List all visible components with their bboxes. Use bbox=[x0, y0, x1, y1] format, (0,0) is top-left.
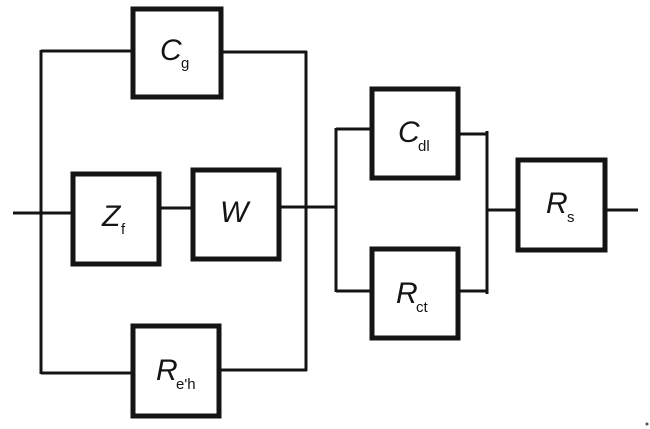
element-zf: Z f bbox=[70, 171, 162, 267]
rct-box bbox=[369, 246, 461, 341]
w-symbol: W bbox=[220, 196, 251, 229]
reh-symbol: R bbox=[156, 354, 178, 387]
reh-box bbox=[130, 323, 222, 419]
cdl-symbol: C bbox=[398, 116, 420, 149]
cg-subscript: g bbox=[181, 55, 189, 72]
zf-symbol: Z bbox=[101, 200, 122, 233]
cg-symbol: C bbox=[160, 34, 182, 67]
element-rs: R s bbox=[515, 157, 608, 253]
rct-symbol: R bbox=[396, 277, 418, 310]
rs-symbol: R bbox=[546, 187, 568, 220]
stray-dot bbox=[645, 422, 649, 426]
element-w: W bbox=[190, 167, 282, 262]
element-reh: R e'h bbox=[130, 323, 222, 419]
zf-subscript: f bbox=[121, 221, 126, 238]
cdl-subscript: dl bbox=[418, 138, 430, 155]
element-rct: R ct bbox=[369, 246, 461, 341]
rct-subscript: ct bbox=[416, 299, 429, 316]
rs-subscript: s bbox=[567, 209, 575, 226]
element-cdl: C dl bbox=[369, 86, 461, 181]
reh-subscript: e'h bbox=[176, 376, 196, 393]
wires bbox=[13, 49, 638, 375]
cg-box bbox=[130, 6, 224, 100]
zf-box bbox=[70, 171, 162, 267]
w-box bbox=[190, 167, 282, 262]
rs-box bbox=[515, 157, 608, 253]
cdl-box bbox=[369, 86, 461, 181]
element-cg: C g bbox=[130, 6, 224, 100]
